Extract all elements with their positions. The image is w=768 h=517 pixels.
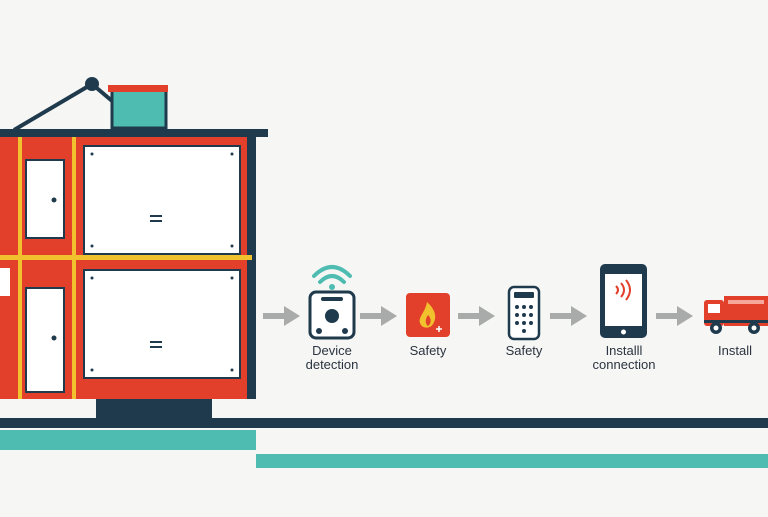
- flow-arrow: [360, 306, 397, 326]
- flow-arrow: [458, 306, 495, 326]
- ground-teal-line-right: [256, 454, 768, 468]
- flame-icon: [406, 293, 450, 337]
- flow-arrow: [656, 306, 693, 326]
- step-label-install: Install: [718, 343, 752, 358]
- flow-arrow: [550, 306, 587, 326]
- fire-truck-icon: [704, 296, 768, 334]
- ground-teal-line-left: [0, 430, 256, 450]
- smart-sensor-icon: [308, 265, 356, 340]
- ground-navy-line: [0, 418, 768, 428]
- keypad-icon: [507, 285, 541, 341]
- building-illustration: [0, 77, 268, 420]
- flow-arrow: [263, 306, 300, 326]
- step-label-install-connection: Installl connection: [592, 343, 656, 372]
- step-label-safety-keypad: Safety: [505, 343, 543, 358]
- step-label-device-detection: Device detection: [305, 343, 359, 372]
- step-label-safety-flame: Safety: [409, 343, 447, 358]
- smartphone-icon: [600, 264, 647, 338]
